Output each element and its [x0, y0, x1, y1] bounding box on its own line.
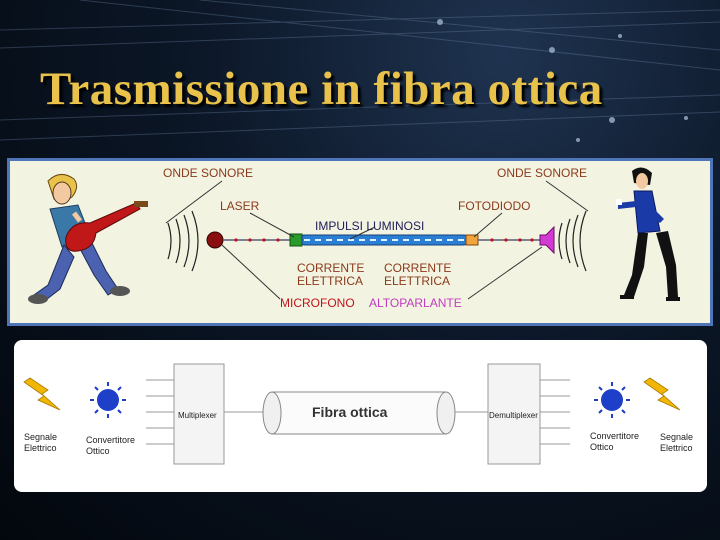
sound-waves-right [558, 210, 587, 272]
onde-sonore-right-label: ONDE SONORE [497, 166, 588, 180]
segnale-elettrico-right: Segnale Elettrico [660, 432, 694, 453]
input-lines [146, 379, 174, 445]
laser-label: LASER [220, 199, 260, 213]
altoparlante-label: ALTOPARLANTE [369, 296, 462, 310]
pointer-lines [165, 180, 589, 300]
sound-waves-left [167, 210, 199, 272]
onde-sonore-left-label: ONDE SONORE [163, 166, 254, 180]
audio-transmission-diagram: ONDE SONORE ONDE SONORE LASER FOTODIODO … [7, 158, 713, 326]
dancer-figure [616, 167, 680, 301]
multiplexing-diagram: Segnale Elettrico Convertitore Ottico Mu… [14, 340, 707, 492]
microphone-icon [206, 231, 224, 249]
impulsi-luminosi-label: IMPULSI LUMINOSI [315, 219, 425, 233]
fiber-cable [262, 391, 456, 435]
audio-transmission-drawing [28, 167, 680, 304]
current-dots-left [234, 238, 280, 242]
photodiode-icon [465, 234, 479, 246]
microfono-label: MICROFONO [280, 296, 355, 310]
light-source-icon-right [594, 382, 630, 418]
fotodiodo-label: FOTODIODO [458, 199, 531, 213]
convertitore-ottico-left: Convertitore Ottico [86, 435, 136, 456]
multiplexing-drawing [23, 363, 681, 465]
segnale-elettrico-left: Segnale Elettrico [24, 432, 58, 453]
current-dots-right [490, 238, 534, 242]
fibra-ottica-label: Fibra ottica [312, 404, 388, 420]
speaker-icon [539, 225, 555, 255]
lightning-icon-left [23, 377, 61, 411]
convertitore-ottico-right: Convertitore Ottico [590, 431, 640, 452]
multiplexer-box [173, 363, 225, 465]
guitarist-figure [28, 174, 148, 304]
demultiplexer-label: Demultiplexer [489, 411, 538, 420]
multiplexer-label: Multiplexer [178, 411, 217, 420]
corrente-left-label: CORRENTE [297, 261, 365, 275]
elettrica-left-label: ELETTRICA [297, 274, 364, 288]
corrente-right-label: CORRENTE [384, 261, 452, 275]
slide-title: Trasmissione in fibra ottica [40, 63, 603, 115]
lightning-icon-right [643, 377, 681, 411]
output-lines [540, 379, 570, 445]
elettrica-right-label: ELETTRICA [384, 274, 451, 288]
background-streaks [0, 0, 720, 142]
light-source-icon-left [90, 382, 126, 418]
demultiplexer-box [487, 363, 541, 465]
